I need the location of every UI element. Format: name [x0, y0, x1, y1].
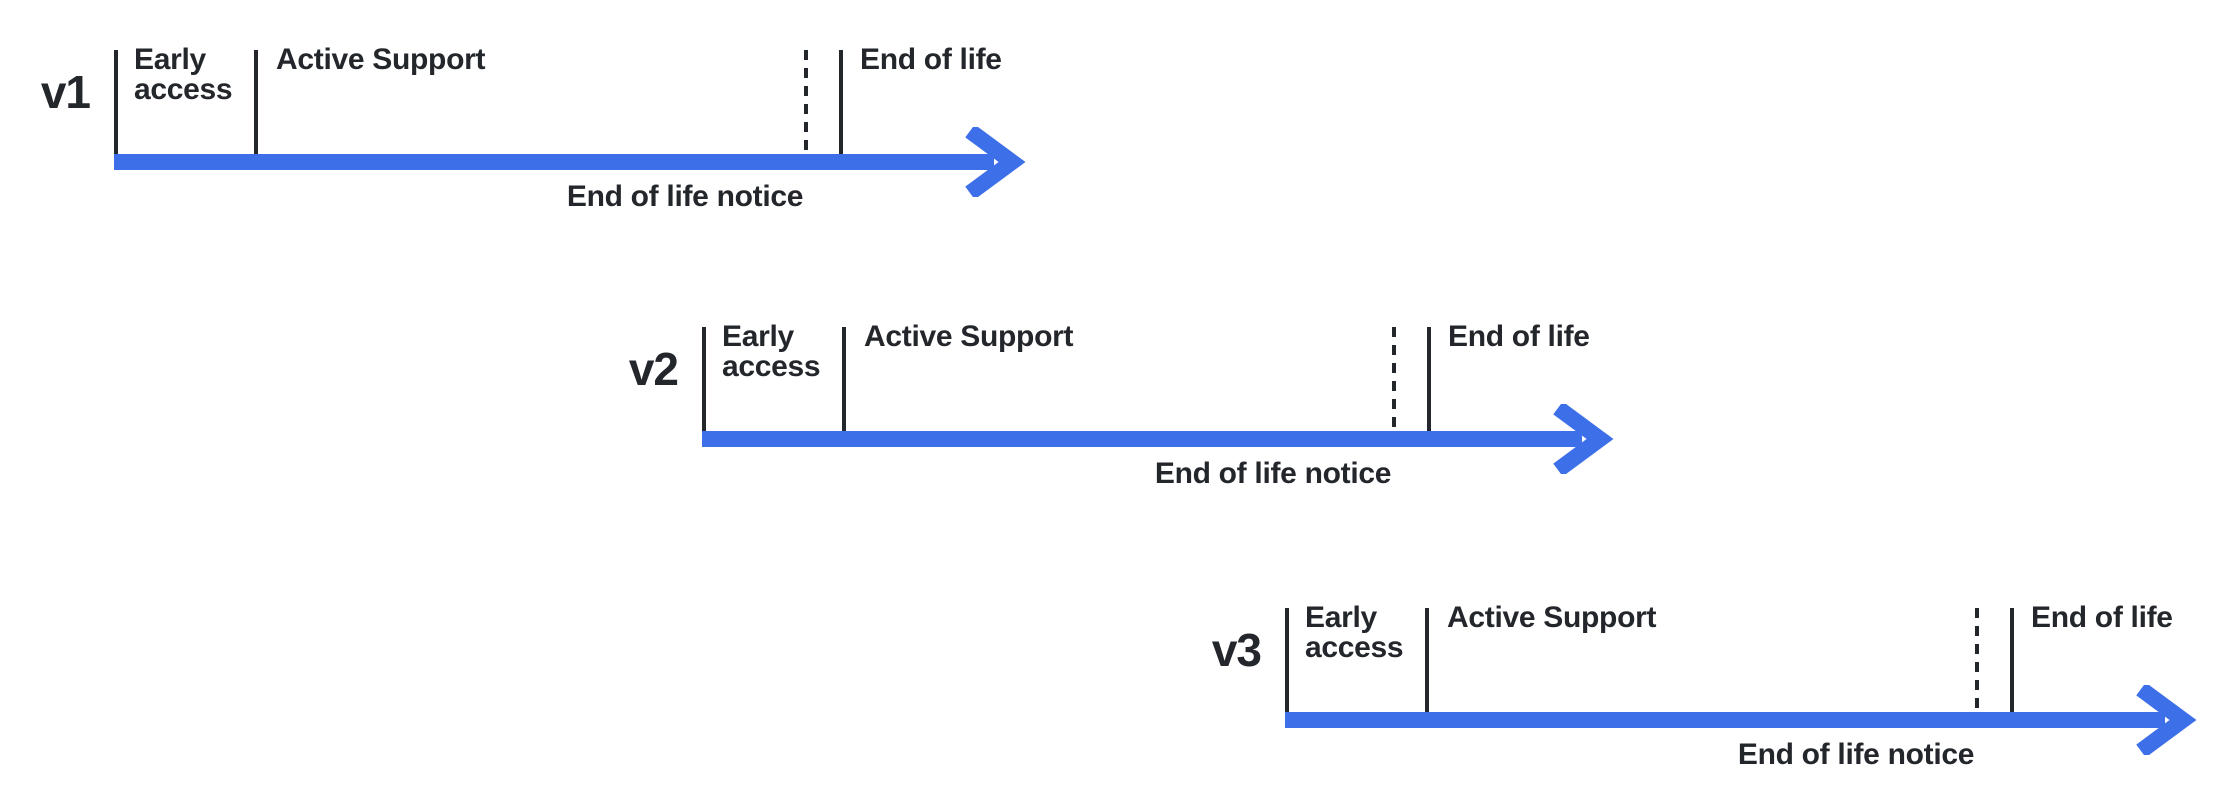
- arrow-head-icon: [965, 127, 1026, 197]
- arrow-shaft: [114, 154, 994, 170]
- eol-notice-dashed-line: [1392, 327, 1396, 427]
- active-support-label: Active Support: [1447, 601, 1657, 634]
- end-of-life-label: End of life: [2031, 601, 2173, 634]
- version-label: v3: [1211, 624, 1262, 676]
- end-of-life-tick: [839, 50, 843, 154]
- arrow-shaft: [1285, 712, 2165, 728]
- end-of-life-notice-label: End of life notice: [1154, 457, 1392, 490]
- early-access-start-tick: [1285, 608, 1289, 712]
- end-of-life-notice-label: End of life notice: [566, 180, 804, 213]
- timeline-arrow: [1285, 685, 2197, 755]
- end-of-life-tick: [2010, 608, 2014, 712]
- end-of-life-tick: [1427, 327, 1431, 431]
- active-support-start-tick: [254, 50, 258, 154]
- arrow-shaft: [702, 431, 1582, 447]
- early-access-label: Early access: [1305, 601, 1404, 664]
- end-of-life-label: End of life: [1448, 320, 1590, 353]
- early-access-start-tick: [702, 327, 706, 431]
- active-support-start-tick: [842, 327, 846, 431]
- early-access-label: Early access: [134, 43, 233, 106]
- active-support-label: Active Support: [276, 43, 486, 76]
- timeline-row-v1: v1 Early access Active Support End of li…: [0, 43, 1054, 227]
- active-support-label: Active Support: [864, 320, 1074, 353]
- timeline-arrow: [702, 404, 1614, 474]
- early-access-start-tick: [114, 50, 118, 154]
- eol-notice-dashed-line: [1975, 608, 1979, 708]
- timeline-row-v3: v3 Early access Active Support End of li…: [1165, 601, 2225, 785]
- timeline-arrow: [114, 127, 1026, 197]
- end-of-life-notice-label: End of life notice: [1737, 738, 1975, 771]
- active-support-start-tick: [1425, 608, 1429, 712]
- timeline-row-v2: v2 Early access Active Support End of li…: [582, 320, 1642, 504]
- end-of-life-label: End of life: [860, 43, 1002, 76]
- arrow-head-icon: [2136, 685, 2197, 755]
- version-label: v2: [628, 343, 679, 395]
- eol-notice-dashed-line: [804, 50, 808, 150]
- arrow-head-icon: [1553, 404, 1614, 474]
- early-access-label: Early access: [722, 320, 821, 383]
- version-label: v1: [40, 66, 91, 118]
